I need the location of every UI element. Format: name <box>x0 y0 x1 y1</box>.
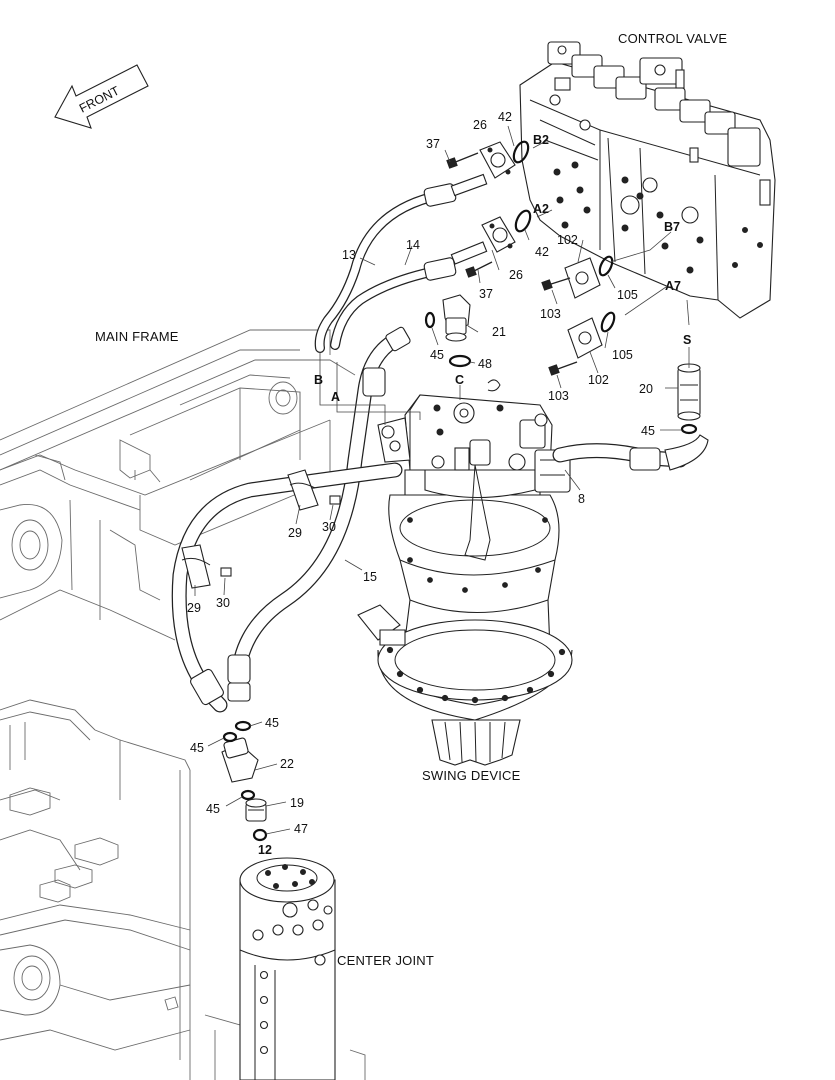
elbow-21 <box>442 294 471 342</box>
hose-15 <box>227 326 411 702</box>
callout-20: 20 <box>639 382 653 396</box>
callout-26-lower: 26 <box>509 268 523 282</box>
callout-45-lower: 45 <box>206 802 220 816</box>
bolt-103-upper <box>541 277 571 291</box>
port-label-b7: B7 <box>664 220 680 234</box>
o-ring-45-at-20 <box>680 423 698 435</box>
center-joint-caption: CENTER JOINT <box>337 953 434 968</box>
hose-14 <box>330 241 488 350</box>
callout-13: 13 <box>342 248 356 262</box>
callout-45-upper-right: 45 <box>265 716 279 730</box>
callout-102-lower: 102 <box>588 373 609 387</box>
callout-19: 19 <box>290 796 304 810</box>
o-ring-42-lower <box>514 209 532 233</box>
port-label-b: B <box>314 373 323 387</box>
callout-103-lower: 103 <box>548 389 569 403</box>
callout-29-upper: 29 <box>288 526 302 540</box>
hose-13 <box>314 173 488 353</box>
port-label-a2: A2 <box>533 202 549 216</box>
bolt-37-lower <box>465 261 493 278</box>
fitting-22 <box>221 737 259 783</box>
callout-29-lower: 29 <box>187 601 201 615</box>
callout-105-lower: 105 <box>612 348 633 362</box>
flange-102-lower <box>567 317 603 359</box>
o-ring-45-lower <box>240 789 256 801</box>
bolt-103-lower <box>548 361 578 376</box>
main-frame-drawing <box>0 329 366 1080</box>
o-ring-45-at-21 <box>424 311 436 329</box>
callout-102-upper: 102 <box>557 233 578 247</box>
swing-device-drawing <box>357 379 573 766</box>
check-valve-20 <box>677 363 701 421</box>
callout-45-at-20: 45 <box>641 424 655 438</box>
callout-48: 48 <box>478 357 492 371</box>
callout-37-upper: 37 <box>426 137 440 151</box>
center-joint-drawing <box>239 857 336 1080</box>
control-valve-drawing <box>519 41 776 319</box>
callout-105-upper: 105 <box>617 288 638 302</box>
clamp-29-lower <box>181 544 232 589</box>
port-label-a: A <box>331 390 340 404</box>
callout-42-lower: 42 <box>535 245 549 259</box>
o-ring-42-upper <box>512 140 530 164</box>
callout-30-lower: 30 <box>216 596 230 610</box>
callout-45-upper-left: 45 <box>190 741 204 755</box>
port-label-s: S <box>683 333 691 347</box>
main-frame-caption: MAIN FRAME <box>95 329 179 344</box>
port-label-b2: B2 <box>533 133 549 147</box>
swing-device-caption: SWING DEVICE <box>422 768 521 783</box>
clamp-29-upper <box>287 469 341 511</box>
o-ring-47 <box>252 828 268 842</box>
control-valve-caption: CONTROL VALVE <box>618 31 727 46</box>
o-ring-45-upper-right <box>234 720 252 732</box>
leader-lines <box>194 125 690 835</box>
callout-14: 14 <box>406 238 420 252</box>
callout-42-upper: 42 <box>498 110 512 124</box>
flange-26-upper <box>479 141 516 179</box>
port-label-c: C <box>455 373 464 387</box>
front-arrow: FRONT <box>54 64 149 129</box>
callout-47: 47 <box>294 822 308 836</box>
o-ring-105-upper <box>598 255 614 277</box>
callout-15: 15 <box>363 570 377 584</box>
flange-102-upper <box>564 257 601 299</box>
o-ring-45-upper-left <box>222 731 238 743</box>
callout-8: 8 <box>578 492 585 506</box>
callout-26-upper: 26 <box>473 118 487 132</box>
callout-103-upper: 103 <box>540 307 561 321</box>
port-label-12: 12 <box>258 843 272 857</box>
o-ring-48 <box>448 354 472 368</box>
port-label-a7: A7 <box>665 279 681 293</box>
callout-22: 22 <box>280 757 294 771</box>
callout-45-at-21: 45 <box>430 348 444 362</box>
o-ring-105-lower <box>600 311 616 333</box>
flange-26-lower <box>481 216 516 253</box>
callout-37-lower: 37 <box>479 287 493 301</box>
adapter-19 <box>245 798 267 822</box>
callout-21: 21 <box>492 325 506 339</box>
bolt-37-upper <box>446 152 479 169</box>
callout-30-upper: 30 <box>322 520 336 534</box>
